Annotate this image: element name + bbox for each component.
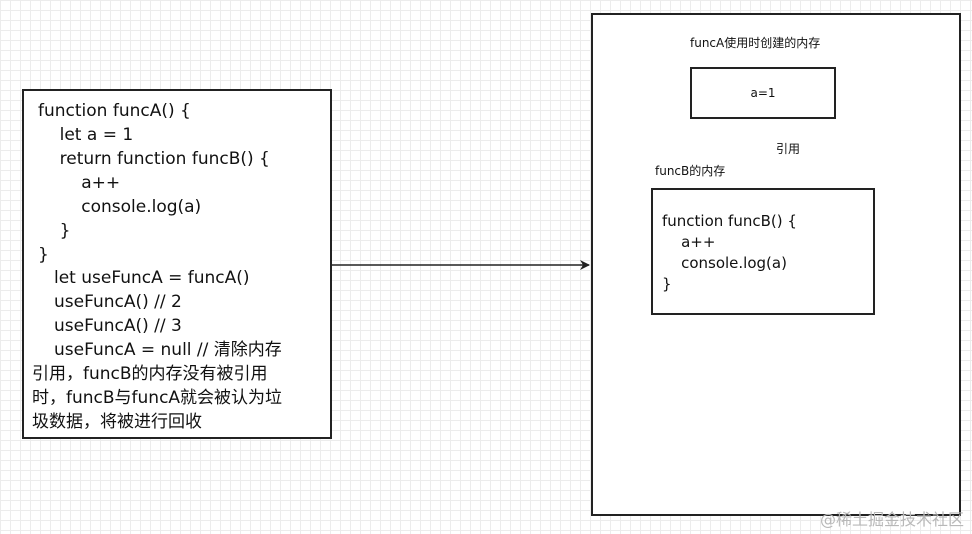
code-line: a++ <box>38 173 121 193</box>
reference-label: 引用 <box>776 142 801 156</box>
code-line: let useFuncA = funcA() <box>54 268 250 288</box>
code-line: useFuncA = null // 清除内存 <box>54 340 282 360</box>
code-comment-line: 时，funcB与funcA就会被认为垃 <box>32 388 283 408</box>
funcb-code-line: } <box>662 275 672 293</box>
funcb-code-line: console.log(a) <box>662 254 787 272</box>
code-line: } <box>38 245 49 265</box>
code-comment-line: 圾数据，将被进行回收 <box>32 412 202 432</box>
funcb-code-line: a++ <box>662 233 716 251</box>
funcb-code-line: function funcB() { <box>662 212 797 230</box>
funcb-memory-label: funcB的内存 <box>655 164 726 178</box>
code-line: function funcA() { <box>38 101 191 121</box>
funcb-memory-box: function funcB() { a++ console.log(a) } <box>651 188 875 315</box>
code-line: console.log(a) <box>38 197 202 217</box>
code-line: let a = 1 <box>38 125 134 145</box>
variable-a-value: a=1 <box>750 86 776 100</box>
code-line: useFuncA() // 3 <box>54 316 182 336</box>
code-line: return function funcB() { <box>38 149 270 169</box>
code-line: } <box>38 221 71 241</box>
variable-a-box: a=1 <box>690 67 836 119</box>
funca-memory-title: funcA使用时创建的内存 <box>690 36 821 50</box>
code-comment-line: 引用，funcB的内存没有被引用 <box>32 364 268 384</box>
watermark: @稀土掘金技术社区 <box>819 510 964 529</box>
code-box: function funcA() { let a = 1 return func… <box>22 89 332 439</box>
code-line: useFuncA() // 2 <box>54 292 182 312</box>
